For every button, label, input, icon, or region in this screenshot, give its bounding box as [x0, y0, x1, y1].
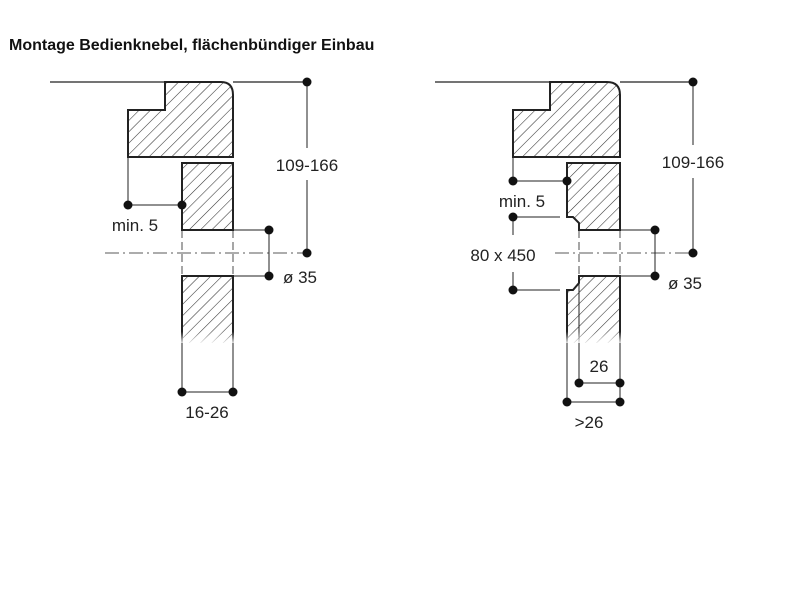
right-drawing	[435, 81, 694, 403]
right-hole-diameter-label: ø 35	[668, 274, 702, 293]
right-cutout-label: 80 x 450	[470, 246, 535, 265]
dimension-dots	[123, 77, 698, 407]
knob-section	[127, 81, 234, 158]
knob-section	[512, 81, 621, 158]
right-total-thickness-label: >26	[575, 413, 604, 432]
right-panel-thickness-label: 26	[590, 357, 609, 376]
page-title: Montage Bedienknebel, flächenbündiger Ei…	[9, 37, 375, 54]
panel-upper	[566, 162, 621, 231]
right-min-gap-label: min. 5	[499, 192, 545, 211]
left-min-gap-label: min. 5	[112, 216, 158, 235]
right-height-label: 109-166	[662, 153, 724, 172]
left-height-label: 109-166	[276, 156, 338, 175]
left-thickness-label: 16-26	[185, 403, 228, 422]
left-hole-diameter-label: ø 35	[283, 268, 317, 287]
panel-upper	[181, 162, 234, 231]
left-drawing	[50, 81, 308, 393]
